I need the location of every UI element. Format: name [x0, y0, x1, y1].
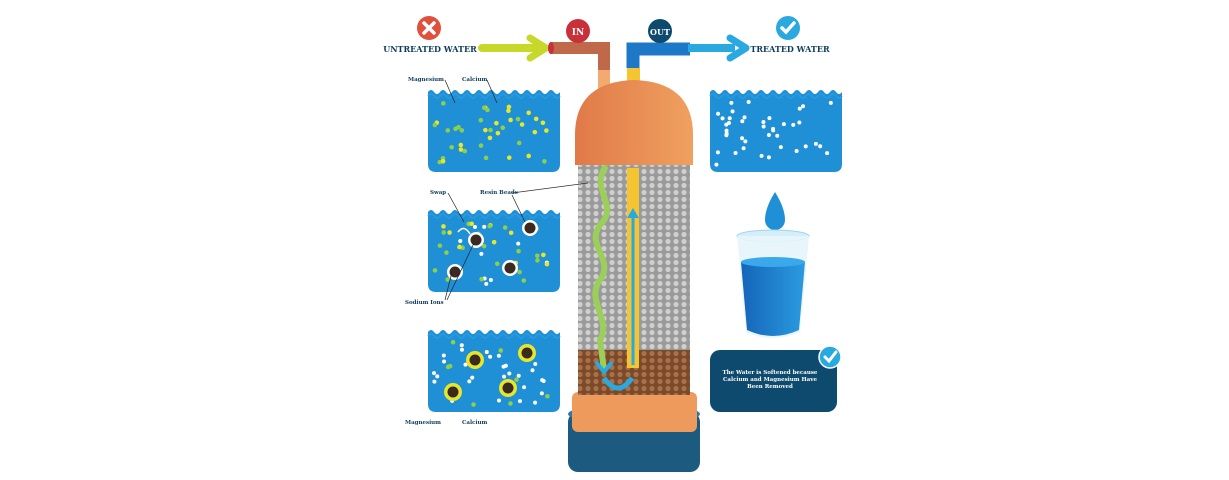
flow-down-path [592, 165, 611, 373]
message-line-3: Been Removed [747, 384, 793, 390]
message-line-1: The Water is Softened because [723, 370, 818, 376]
ion-exchange-panel [427, 210, 561, 292]
inflow-arrow-icon [478, 34, 550, 62]
softener-tank [568, 80, 700, 472]
treated-check-icon [776, 16, 800, 40]
message-check-icon [818, 345, 842, 369]
softened-resin-panel [427, 330, 561, 412]
untreated-water-panel [427, 90, 561, 172]
treated-water-panel [709, 90, 843, 172]
water-drop-icon [765, 192, 785, 230]
calcium-label-bottom: Calcium [462, 420, 487, 426]
magnesium-label-top: Magnesium [408, 77, 444, 83]
in-badge: IN [566, 19, 590, 43]
softened-message-card: The Water is Softened because Calcium an… [710, 345, 842, 412]
tank-dome [575, 80, 693, 165]
in-label: IN [572, 28, 584, 38]
message-line-2: Calcium and Magnesium Have [723, 377, 817, 383]
outflow-arrow-icon [688, 34, 750, 62]
swap-label: Swap [430, 190, 446, 196]
treated-water-label: TREATED WATER [750, 44, 830, 54]
untreated-x-icon [417, 16, 441, 40]
flow-up-arrow-icon [627, 208, 639, 218]
outlet-pipe [626, 42, 690, 82]
calcium-label-top: Calcium [462, 77, 487, 83]
out-label: OUT [650, 27, 670, 37]
water-glass-icon [736, 192, 810, 338]
sodium-ions-label: Sodium Ions [405, 300, 444, 306]
flow-return-icon [601, 376, 635, 391]
out-badge: OUT [648, 19, 672, 43]
resin-beads-label: Resin Beads [480, 190, 518, 196]
magnesium-label-bottom: Magnesium [405, 420, 441, 426]
untreated-water-label: UNTREATED WATER [383, 44, 477, 54]
resin-beads-callout: Resin Beads [480, 182, 589, 196]
